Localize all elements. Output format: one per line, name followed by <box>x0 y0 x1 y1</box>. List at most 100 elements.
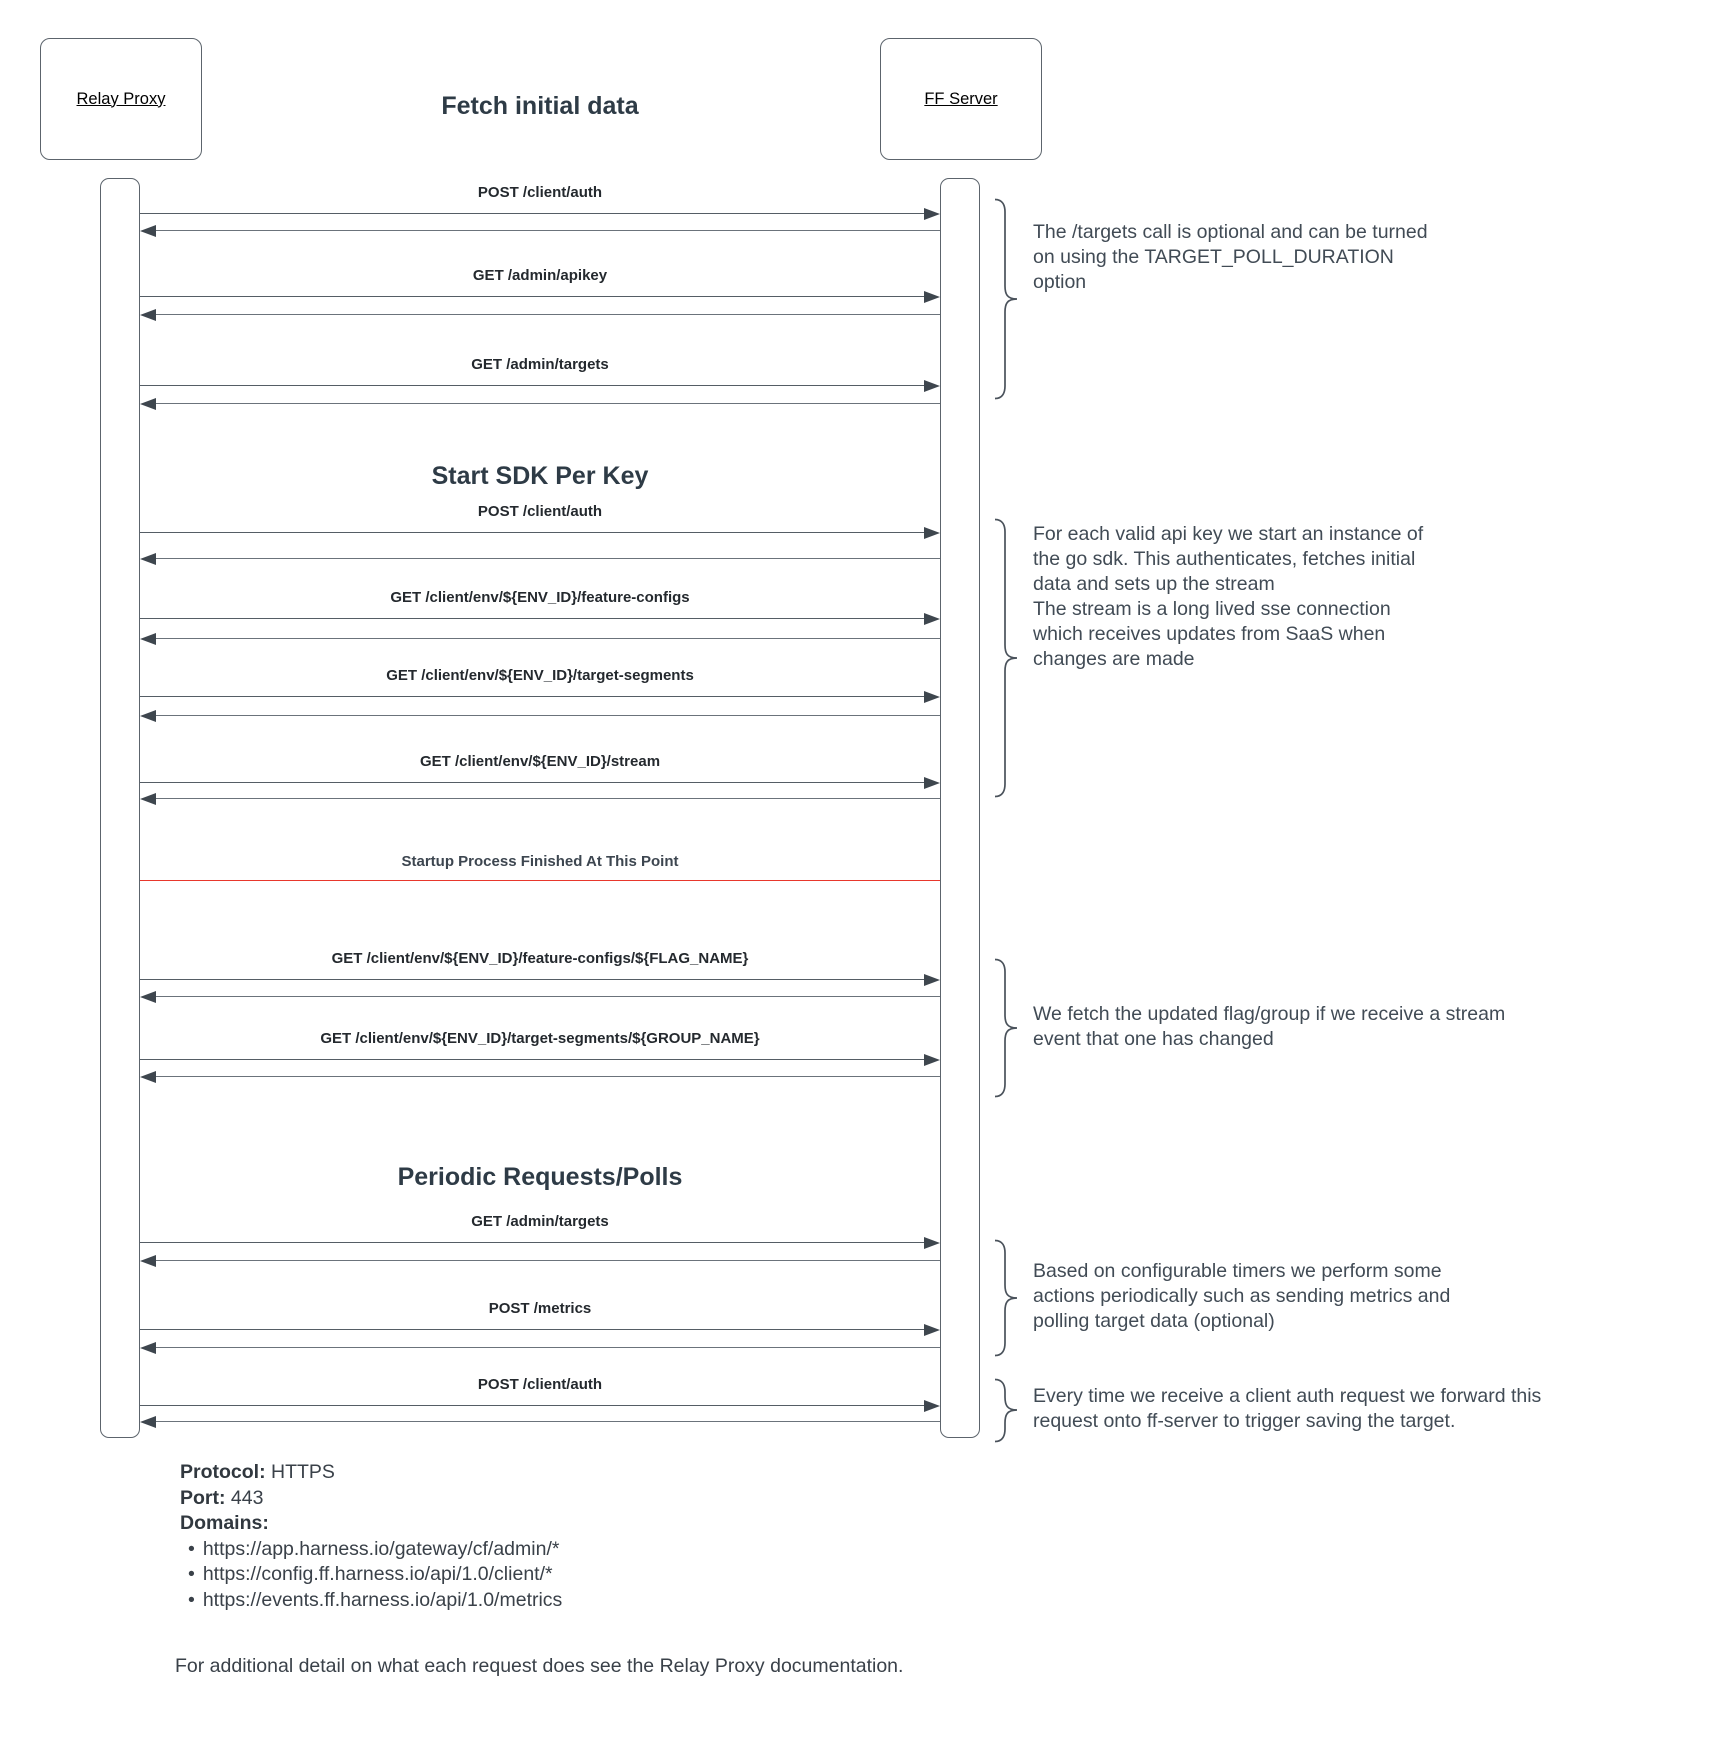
response-arrowhead-icon <box>140 710 156 722</box>
curly-brace-icon <box>995 958 1018 1098</box>
section-title-periodic-requests-polls: Periodic Requests/Polls <box>397 1163 683 1191</box>
request-arrow <box>140 696 924 697</box>
request-arrow <box>140 296 924 297</box>
actor-relay-proxy-label: Relay Proxy <box>76 89 166 108</box>
ff-server-activation-bar <box>940 178 980 1438</box>
message-label: GET /client/env/${ENV_ID}/target-segment… <box>386 667 694 684</box>
startup-finished-line <box>140 880 940 881</box>
curly-brace-icon <box>995 518 1018 798</box>
response-arrow <box>156 798 940 799</box>
response-arrow <box>156 1260 940 1261</box>
actor-ff-server: FF Server <box>880 38 1042 160</box>
response-arrowhead-icon <box>140 1071 156 1083</box>
message-label: GET /admin/targets <box>471 1213 609 1230</box>
request-arrow <box>140 1059 924 1060</box>
actor-relay-proxy: Relay Proxy <box>40 38 202 160</box>
footer-note: For additional detail on what each reque… <box>175 1655 904 1677</box>
response-arrow <box>156 715 940 716</box>
curly-brace-icon <box>995 1239 1018 1357</box>
bullet-icon: • <box>188 1537 195 1560</box>
domains-row: Domains: <box>180 1511 562 1537</box>
request-arrow <box>140 1242 924 1243</box>
request-arrow <box>140 979 924 980</box>
request-arrowhead-icon <box>924 380 940 392</box>
curly-brace-icon <box>995 198 1018 400</box>
domain-item: • https://config.ff.harness.io/api/1.0/cl… <box>188 1562 562 1588</box>
request-arrowhead-icon <box>924 1324 940 1336</box>
annotation-text: We fetch the updated flag/group if we re… <box>1033 1003 1506 1050</box>
response-arrowhead-icon <box>140 225 156 237</box>
request-arrow <box>140 1405 924 1406</box>
request-arrow <box>140 618 924 619</box>
relay-proxy-activation-bar <box>100 178 140 1438</box>
request-arrowhead-icon <box>924 291 940 303</box>
message-label: GET /admin/targets <box>471 356 609 373</box>
section-title-start-sdk-per-key: Start SDK Per Key <box>431 462 649 490</box>
response-arrowhead-icon <box>140 309 156 321</box>
protocol-label: Protocol: <box>180 1461 266 1483</box>
response-arrow <box>156 314 940 315</box>
annotation-text: Based on configurable timers we perform … <box>1033 1260 1451 1332</box>
response-arrow <box>156 1421 940 1422</box>
message-label: GET /client/env/${ENV_ID}/feature-config… <box>331 950 749 967</box>
request-arrowhead-icon <box>924 691 940 703</box>
response-arrow <box>156 230 940 231</box>
annotation-text: For each valid api key we start an insta… <box>1033 523 1424 670</box>
message-label: POST /client/auth <box>477 184 603 201</box>
domain-url: https://events.ff.harness.io/api/1.0/met… <box>202 1588 563 1611</box>
domain-item: • https://events.ff.harness.io/api/1.0/me… <box>188 1588 562 1614</box>
response-arrow <box>156 1347 940 1348</box>
annotation-text: The /targets call is optional and can be… <box>1033 221 1428 293</box>
port-label: Port: <box>180 1486 226 1509</box>
request-arrow <box>140 213 924 214</box>
response-arrowhead-icon <box>140 793 156 805</box>
response-arrow <box>156 638 940 639</box>
request-arrow <box>140 385 924 386</box>
response-arrowhead-icon <box>140 991 156 1003</box>
startup-finished-label: Startup Process Finished At This Point <box>401 853 679 870</box>
message-label: GET /client/env/${ENV_ID}/target-segment… <box>320 1030 760 1047</box>
message-label: GET /client/env/${ENV_ID}/feature-config… <box>390 589 690 606</box>
section-title-fetch-initial-data: Fetch initial data <box>441 92 639 120</box>
request-arrowhead-icon <box>924 1400 940 1412</box>
domain-url: https://config.ff.harness.io/api/1.0/cli… <box>202 1563 553 1585</box>
response-arrowhead-icon <box>140 633 156 645</box>
message-label: POST /client/auth <box>477 503 603 520</box>
response-arrowhead-icon <box>140 1342 156 1354</box>
protocol-row: Protocol: HTTPS <box>180 1460 562 1486</box>
response-arrow <box>156 403 940 404</box>
request-arrowhead-icon <box>924 527 940 539</box>
connection-details: Protocol: HTTPS Port: 443 Domains: • http… <box>180 1460 562 1613</box>
request-arrow <box>140 1329 924 1330</box>
domain-url: https://app.harness.io/gateway/cf/admin/… <box>202 1537 560 1560</box>
request-arrowhead-icon <box>924 974 940 986</box>
protocol-value: HTTPS <box>271 1461 335 1483</box>
request-arrow <box>140 782 924 783</box>
response-arrowhead-icon <box>140 1416 156 1428</box>
request-arrowhead-icon <box>924 613 940 625</box>
message-label: GET /client/env/${ENV_ID}/stream <box>419 753 661 770</box>
message-label: POST /metrics <box>488 1300 592 1317</box>
bullet-icon: • <box>188 1588 195 1611</box>
request-arrow <box>140 532 924 533</box>
response-arrowhead-icon <box>140 398 156 410</box>
annotation-text: Every time we receive a client auth requ… <box>1033 1385 1542 1432</box>
request-arrowhead-icon <box>924 1237 940 1249</box>
port-row: Port: 443 <box>180 1486 562 1512</box>
bullet-icon: • <box>188 1563 195 1585</box>
actor-ff-server-label: FF Server <box>924 89 998 108</box>
domains-label: Domains: <box>180 1512 269 1534</box>
curly-brace-icon <box>995 1378 1018 1443</box>
message-label: GET /admin/apikey <box>472 267 608 284</box>
message-label: POST /client/auth <box>477 1376 603 1393</box>
response-arrow <box>156 558 940 559</box>
response-arrowhead-icon <box>140 1255 156 1267</box>
response-arrowhead-icon <box>140 553 156 565</box>
domain-item: • https://app.harness.io/gateway/cf/admin… <box>188 1537 562 1563</box>
request-arrowhead-icon <box>924 777 940 789</box>
response-arrow <box>156 996 940 997</box>
request-arrowhead-icon <box>924 208 940 220</box>
port-value: 443 <box>230 1486 264 1509</box>
response-arrow <box>156 1076 940 1077</box>
